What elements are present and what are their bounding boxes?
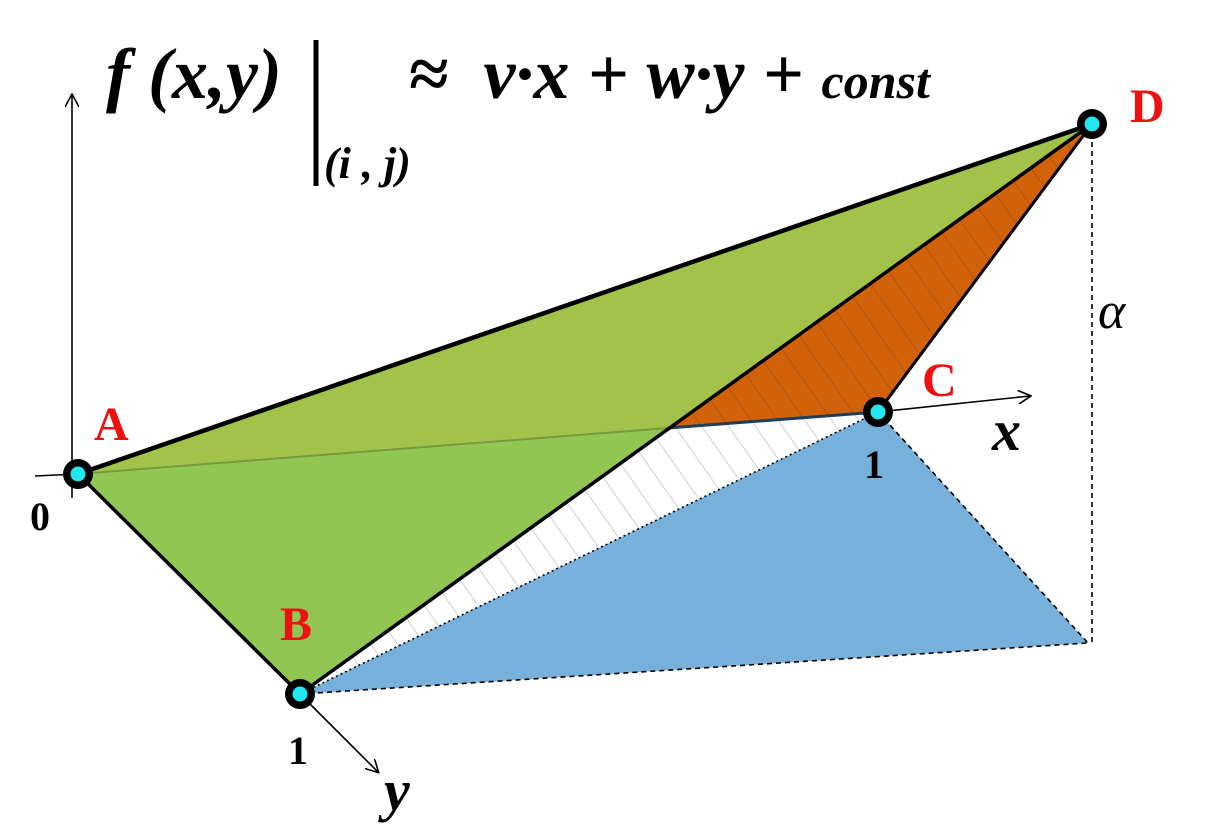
dashed-b-base xyxy=(299,642,1089,695)
dashed-c-base xyxy=(877,411,1089,644)
y-axis-arrow xyxy=(299,693,378,772)
formula-subscript: (i , j) xyxy=(324,139,411,188)
formula-lhs: f (x,y) xyxy=(106,34,282,114)
vertex-a xyxy=(63,459,93,489)
label-a: A xyxy=(94,398,129,451)
vertex-b xyxy=(285,679,315,709)
axis-label-y: y xyxy=(378,758,410,823)
dotted-bc xyxy=(299,411,879,695)
edge-c-intersection xyxy=(667,410,879,430)
label-b: B xyxy=(280,598,312,651)
tick-y-one: 1 xyxy=(288,728,308,773)
vertex-d xyxy=(1077,109,1107,139)
line-ac xyxy=(77,427,669,475)
edge-bd xyxy=(298,122,1094,696)
base-plane-blue xyxy=(300,412,1088,694)
edge-ab xyxy=(76,472,302,696)
formula-rhs-const: const xyxy=(822,53,932,109)
formula-rhs-main: ≈ v·x + w·y + xyxy=(408,34,822,114)
height-label-alpha: α xyxy=(1098,283,1127,340)
tick-x-one: 1 xyxy=(864,442,884,487)
vertex-c xyxy=(863,397,893,427)
label-d: D xyxy=(1130,80,1165,133)
tick-origin: 0 xyxy=(30,494,50,539)
axis-label-x: x xyxy=(991,398,1021,463)
x-axis-arrow xyxy=(877,396,1030,413)
edge-cd xyxy=(876,123,1094,413)
formula-rhs: ≈ v·x + w·y + const xyxy=(408,34,932,114)
label-c: C xyxy=(922,354,957,407)
edge-ad xyxy=(77,121,1093,477)
